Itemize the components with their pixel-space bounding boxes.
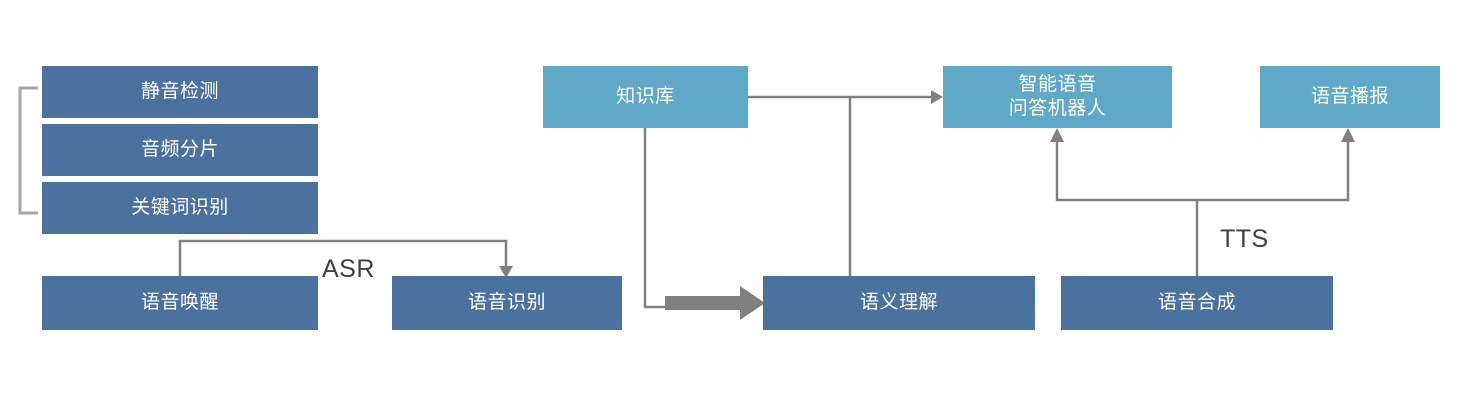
arrowhead-wakeup-to-recognition <box>499 266 513 278</box>
connector-kb-to-semantic <box>643 128 672 309</box>
node-qa-robot[interactable]: 智能语音 问答机器人 <box>943 66 1172 128</box>
arrowhead-synthesis-to-robot <box>1050 128 1064 142</box>
node-audio-slicing[interactable]: 音频分片 <box>42 124 318 176</box>
connector-synthesis-to-broadcast <box>1197 140 1350 202</box>
edge-label-asr: ASR <box>322 255 375 283</box>
node-speech-recognition[interactable]: 语音识别 <box>392 276 622 330</box>
connector-synthesis-to-robot <box>1055 140 1199 276</box>
edge-label-tts: TTS <box>1220 225 1269 253</box>
block-arrow-to-semantic <box>665 286 765 320</box>
arrowhead-kb-to-robot <box>931 90 943 104</box>
node-knowledge-base[interactable]: 知识库 <box>543 66 748 128</box>
connector-wakeup-to-recognition <box>178 239 508 276</box>
node-voice-wakeup[interactable]: 语音唤醒 <box>42 276 318 330</box>
node-voice-broadcast[interactable]: 语音播报 <box>1260 66 1440 128</box>
arrowhead-synthesis-to-broadcast <box>1341 128 1355 142</box>
node-silence-detection[interactable]: 静音检测 <box>42 66 318 118</box>
node-keyword-spotting[interactable]: 关键词识别 <box>42 182 318 234</box>
group-bracket-icon <box>18 86 38 215</box>
node-semantic-understanding[interactable]: 语义理解 <box>763 276 1035 330</box>
node-speech-synthesis[interactable]: 语音合成 <box>1061 276 1333 330</box>
